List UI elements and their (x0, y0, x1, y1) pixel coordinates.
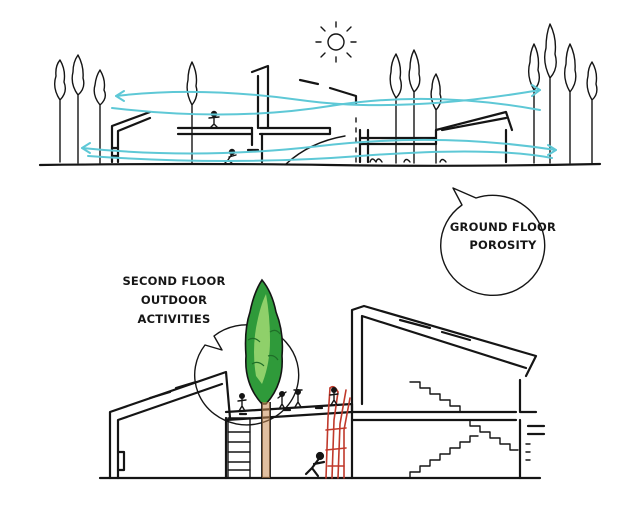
bottom-section-second-floor: SECOND FLOOR OUTDOOR ACTIVITIES (100, 274, 544, 478)
building-right-bottom (352, 306, 544, 478)
callout-second-line2: OUTDOOR (141, 293, 207, 307)
top-section-ground-floor-porosity (40, 22, 600, 166)
sun-icon (316, 22, 356, 62)
tree-icon (187, 62, 197, 163)
shrubs (370, 159, 446, 162)
speech-bubble-icon: GROUND FLOOR POROSITY (441, 188, 556, 295)
person-icon (278, 392, 286, 409)
red-vertical-structure (326, 387, 350, 478)
internal-stairs (400, 382, 518, 478)
person-icon (238, 394, 246, 411)
tree-icon (55, 55, 106, 163)
building-left-top (112, 112, 150, 162)
person-icon (306, 453, 324, 476)
callout-second-line3: ACTIVITIES (138, 312, 211, 326)
tree-icon (529, 24, 597, 163)
tree-icon (390, 50, 441, 163)
ground-line-top (40, 164, 600, 166)
callout-second-line1: SECOND FLOOR (122, 274, 225, 288)
building-left-bottom (110, 372, 230, 478)
stair-block (228, 418, 250, 478)
person-icon (294, 390, 302, 407)
callout-ground-line1: GROUND FLOOR (450, 220, 556, 234)
wall-tick-marks (526, 444, 530, 460)
callout-ground-line2: POROSITY (469, 238, 537, 252)
tree-icon (246, 280, 283, 478)
